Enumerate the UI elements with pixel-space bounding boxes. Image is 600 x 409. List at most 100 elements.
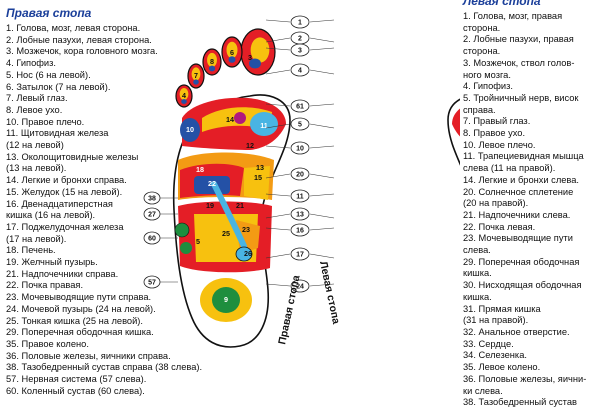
center-marker-label: 13 <box>296 212 304 219</box>
zone-number: 3 <box>248 53 252 62</box>
legend-item: 36. Половые железы, яични- <box>463 374 600 386</box>
legend-list: 1. Голова, мозг, праваясторона.2. Лобные… <box>463 11 600 409</box>
leader-line <box>310 214 334 218</box>
leader-line <box>310 48 334 50</box>
zone-number: 22 <box>208 179 216 188</box>
leader-line <box>310 174 334 178</box>
center-marker-label: 5 <box>298 122 302 129</box>
legend-item: 23. Мочевыводящие пути <box>463 233 600 245</box>
leader-line <box>310 38 334 42</box>
zone-number: 10 <box>186 125 194 134</box>
center-marker-label: 61 <box>296 104 304 111</box>
legend-item: 1. Голова, мозг, правая <box>463 11 600 23</box>
leader-line <box>310 228 334 230</box>
legend-item: сторона. <box>463 46 600 58</box>
foot-shape <box>174 29 290 347</box>
legend-item: 35. Левое колено. <box>463 362 600 374</box>
zone-number: 5 <box>196 237 200 246</box>
outer-marker-label: 38 <box>148 196 156 203</box>
leader-line <box>310 124 334 128</box>
legend-item: 14. Легкие и бронхи слева. <box>463 175 600 187</box>
hip-zone <box>180 242 192 254</box>
right-foot-label: Правая стопа <box>276 274 302 346</box>
legend-item: 10. Левое плечо. <box>463 140 600 152</box>
leader-line <box>310 194 334 196</box>
zone-number: 26 <box>244 249 252 258</box>
legend-item: 29. Поперечная ободочная <box>463 257 600 269</box>
zone-number: 18 <box>196 165 204 174</box>
center-marker-label: 16 <box>296 228 304 235</box>
legend-item: 7. Правый глаз. <box>463 116 600 128</box>
zone-number: 21 <box>236 201 244 210</box>
outer-marker-label: 27 <box>148 212 156 219</box>
center-marker-label: 3 <box>298 48 302 55</box>
legend-item: (31 на правой). <box>463 315 600 327</box>
leader-line <box>266 20 290 22</box>
zone-number: 4 <box>182 91 186 100</box>
legend-item: справа. <box>463 105 600 117</box>
zone-number: 14 <box>226 115 234 124</box>
outer-marker-label: 57 <box>148 280 156 287</box>
center-marker-label: 11 <box>296 194 304 201</box>
leader-line <box>266 284 290 286</box>
center-marker-label: 20 <box>296 172 304 179</box>
legend-item: 38. Тазобедренный сустав <box>463 397 600 409</box>
center-marker-label: 10 <box>296 146 304 153</box>
center-marker-label: 2 <box>298 36 302 43</box>
outer-marker-label: 60 <box>148 236 156 243</box>
zone-number: 8 <box>210 57 214 66</box>
legend-item: ки слева. <box>463 386 600 398</box>
legend-item: 20. Солнечное сплетение <box>463 187 600 199</box>
legend-item: 5. Тройничный нерв, висок <box>463 93 600 105</box>
zone-number: 15 <box>254 173 262 182</box>
left-foot-map: 38794111014121322152125233231 <box>448 29 460 347</box>
legend-item: кишка. <box>463 292 600 304</box>
zone-number: 13 <box>256 163 264 172</box>
leader-line <box>310 20 334 22</box>
knee-zone <box>175 223 189 237</box>
zone-number: 25 <box>222 229 230 238</box>
legend-item: 31. Прямая кишка <box>463 304 600 316</box>
legend-item: 2. Лобные пазухи, правая <box>463 34 600 46</box>
legend-item: кишка. <box>463 268 600 280</box>
leader-line <box>310 146 334 148</box>
zone-number: 6 <box>230 48 234 57</box>
toe-zone <box>209 66 215 72</box>
legend-item: ного мозга. <box>463 70 600 82</box>
toe-zone <box>229 56 236 63</box>
legend-item: 22. Почка левая. <box>463 222 600 234</box>
leader-line <box>310 70 334 74</box>
zone-number: 9 <box>224 295 228 304</box>
center-marker-label: 1 <box>298 20 302 27</box>
legend-item: слева (11 на правой). <box>463 163 600 175</box>
center-marker-label: 17 <box>296 252 304 259</box>
left-foot-label: Левая стопа <box>317 260 342 325</box>
legend-item: 21. Надпочечники слева. <box>463 210 600 222</box>
legend-item: слева. <box>463 245 600 257</box>
legend-item: 33. Сердце. <box>463 339 600 351</box>
legend-item: 30. Нисходящая ободочная <box>463 280 600 292</box>
legend-item: 8. Правое ухо. <box>463 128 600 140</box>
zone-number: 11 <box>260 121 268 130</box>
legend-item: 34. Селезенка. <box>463 350 600 362</box>
zone-number: 12 <box>246 141 254 150</box>
legend-item: 4. Гипофиз. <box>463 81 600 93</box>
legend-item: 32. Анальное отверстие. <box>463 327 600 339</box>
legend-item: сторона. <box>463 23 600 35</box>
leader-line <box>310 104 334 106</box>
legend-item: 3. Мозжечок, ствол голов- <box>463 58 600 70</box>
legend-heading: Левая стопа <box>463 0 600 9</box>
right-foot-map: 3 6 8 7 4 11 10 14 12 13 22 18 15 21 25 19 23 26 9 5 <box>174 29 290 347</box>
foot-shape <box>448 29 460 347</box>
center-marker-label: 4 <box>298 68 302 75</box>
toe-zone <box>193 79 199 84</box>
zone-number: 23 <box>242 225 250 234</box>
leader-line <box>266 70 290 74</box>
pituitary-zone <box>234 112 246 124</box>
legend-item: 11. Трапециевидная мышца <box>463 151 600 163</box>
zone-number: 7 <box>194 71 198 80</box>
zone-number: 19 <box>206 201 214 210</box>
legend-item: (20 на правой). <box>463 198 600 210</box>
